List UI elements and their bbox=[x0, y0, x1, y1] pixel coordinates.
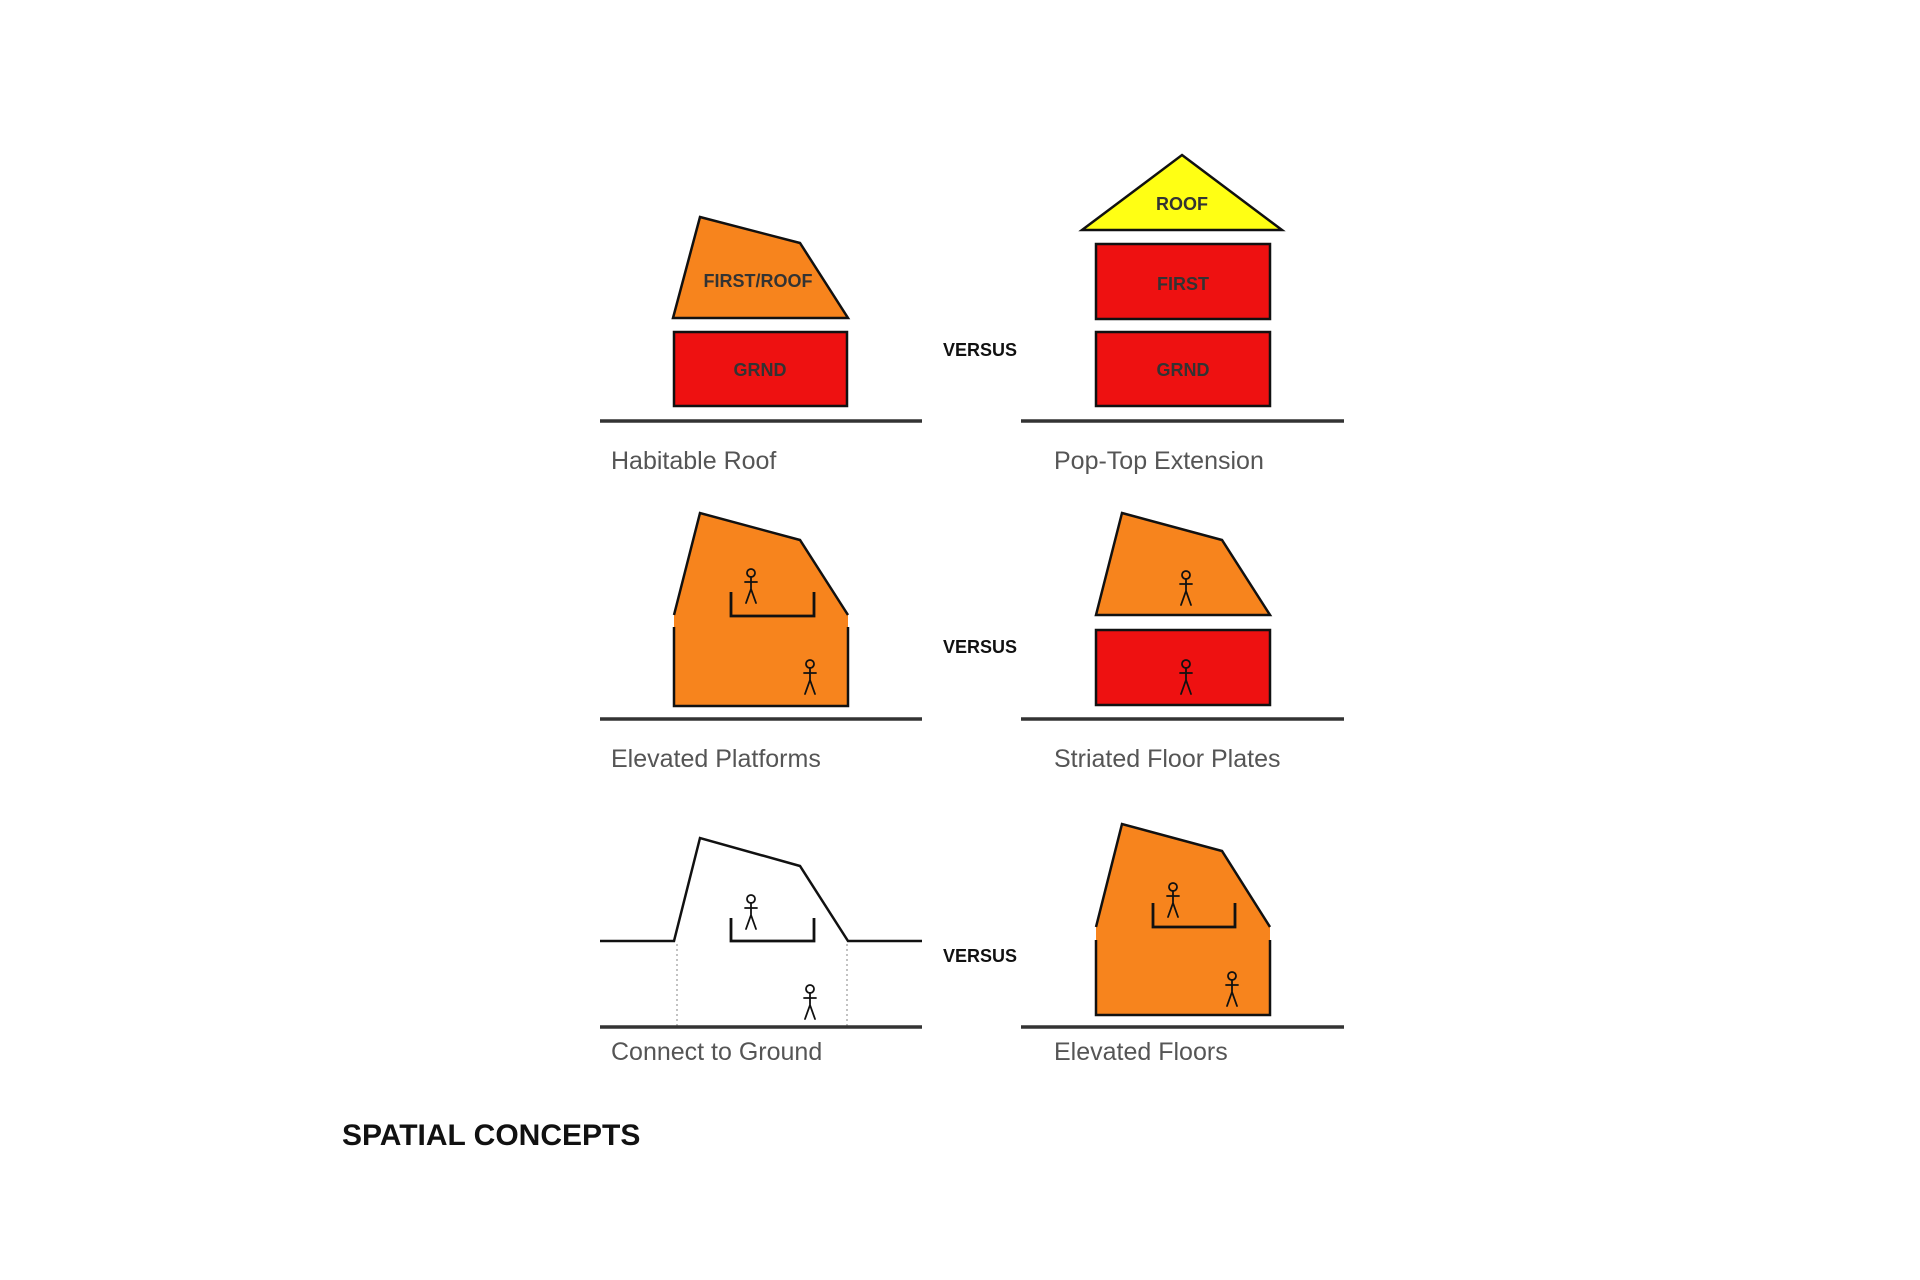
ground-floor-block bbox=[672, 330, 849, 408]
versus-label: VERSUS bbox=[943, 637, 1017, 657]
upper-floor-block bbox=[1094, 511, 1273, 617]
elevated-platforms-diagram: Elevated Platforms bbox=[600, 511, 922, 773]
caption-striated-floor-plates: Striated Floor Plates bbox=[1054, 745, 1281, 773]
first-floor-block bbox=[1094, 242, 1272, 321]
house-volume bbox=[674, 513, 848, 706]
person-figure-upper bbox=[744, 568, 758, 604]
roof-block bbox=[1078, 153, 1286, 232]
person-figure-lower bbox=[803, 984, 817, 1020]
house-outline bbox=[1094, 822, 1272, 928]
caption-connect-to-ground: Connect to Ground bbox=[611, 1038, 822, 1066]
person-figure-lower bbox=[1179, 659, 1193, 695]
person-figure-upper bbox=[1179, 570, 1193, 606]
person-figure-lower bbox=[803, 659, 817, 695]
diagram-title: SPATIAL CONCEPTS bbox=[342, 1119, 640, 1152]
house-volume bbox=[1096, 824, 1270, 1015]
caption-elevated-platforms: Elevated Platforms bbox=[611, 745, 821, 773]
habitable-roof-diagram: FIRST/ROOF GRND Habitable Roof bbox=[600, 215, 922, 475]
caption-habitable-roof: Habitable Roof bbox=[611, 447, 776, 475]
roof-label: ROOF bbox=[1156, 194, 1208, 214]
person-figure-lower bbox=[1225, 971, 1239, 1007]
terrain-profile bbox=[600, 836, 922, 943]
person-figure-upper bbox=[1166, 882, 1180, 918]
caption-elevated-floors: Elevated Floors bbox=[1054, 1038, 1228, 1066]
versus-label: VERSUS bbox=[943, 946, 1017, 966]
versus-label: VERSUS bbox=[943, 340, 1017, 360]
house-outline-lower bbox=[672, 627, 850, 708]
first-floor-label: FIRST bbox=[1157, 274, 1209, 294]
person-figure-upper bbox=[744, 894, 758, 930]
pop-top-extension-diagram: ROOF FIRST GRND Pop-Top Extension bbox=[1021, 153, 1344, 475]
first-roof-label: FIRST/ROOF bbox=[704, 271, 813, 291]
house-outline bbox=[672, 511, 850, 616]
striated-floor-plates-diagram: Striated Floor Plates bbox=[1021, 511, 1344, 773]
platform bbox=[729, 918, 816, 943]
first-roof-block bbox=[671, 215, 851, 320]
elevated-floors-diagram: Elevated Floors bbox=[1021, 822, 1344, 1066]
platform bbox=[1151, 903, 1237, 929]
connect-to-ground-diagram: Connect to Ground bbox=[600, 836, 922, 1066]
ground-floor-label: GRND bbox=[734, 360, 787, 380]
caption-pop-top-extension: Pop-Top Extension bbox=[1054, 447, 1264, 475]
house-outline-lower bbox=[1094, 940, 1272, 1017]
platform bbox=[729, 592, 816, 618]
ground-floor-block bbox=[1094, 330, 1272, 408]
ground-floor-label: GRND bbox=[1157, 360, 1210, 380]
